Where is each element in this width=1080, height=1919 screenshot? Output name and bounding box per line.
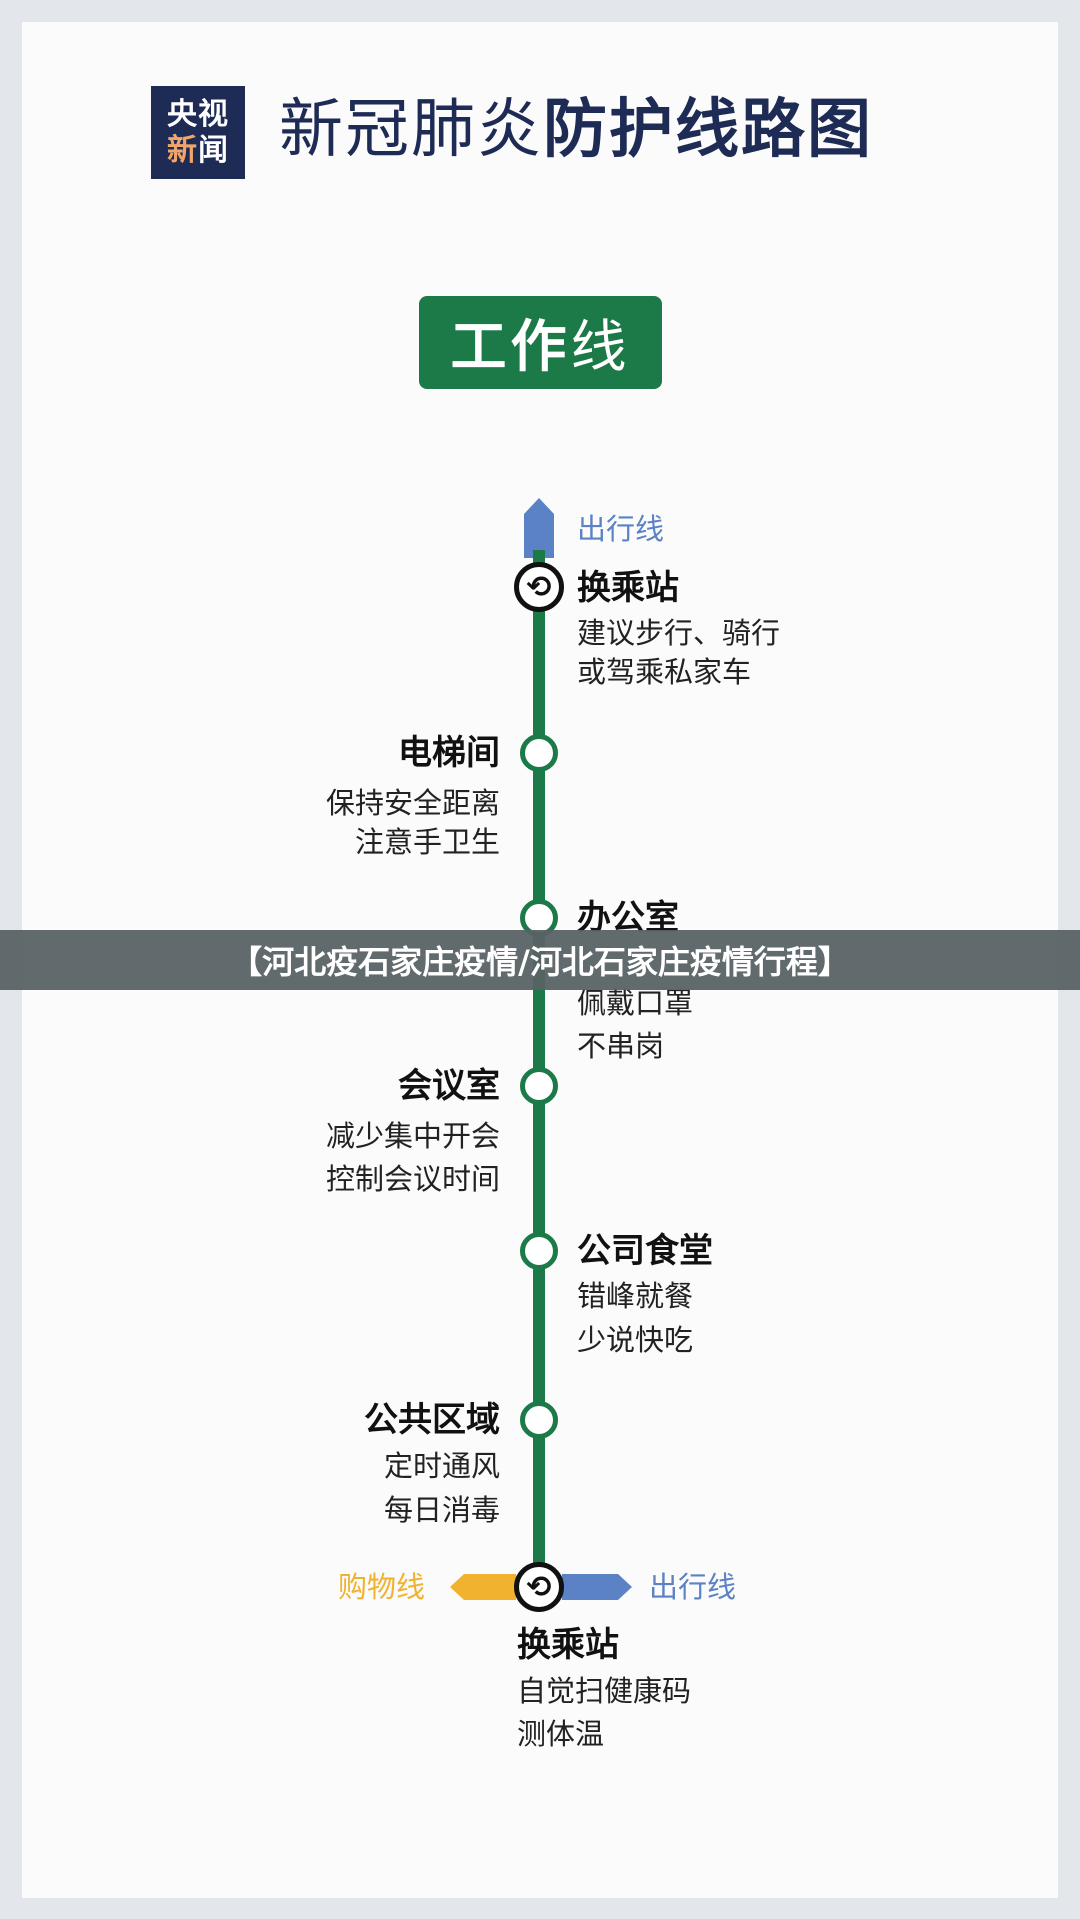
station-name: 公司食堂 <box>577 1231 713 1271</box>
interchange-icon: ⟲ <box>514 562 564 612</box>
station-desc: 保持安全距离 <box>325 786 500 820</box>
station-desc: 自觉扫健康码 <box>517 1674 692 1708</box>
route-line <box>533 550 545 1580</box>
caption-banner: 【河北疫石家庄疫情/河北石家庄疫情行程】 <box>0 930 1080 990</box>
station-desc: 测体温 <box>517 1717 605 1751</box>
title-part2: 防护线路图 <box>543 93 873 167</box>
page-title: 新冠肺炎防护线路图 <box>279 92 873 168</box>
station-name: 换乘站 <box>517 1625 619 1665</box>
station-desc: 每日消毒 <box>383 1493 500 1527</box>
station-name: 换乘站 <box>577 568 679 608</box>
travel-line-label: 出行线 <box>649 1570 737 1604</box>
station-desc: 定时通风 <box>383 1449 500 1483</box>
station-desc: 建议步行、骑行 <box>577 616 781 650</box>
station-name: 会议室 <box>398 1066 500 1106</box>
badge-part2: 线 <box>570 315 631 380</box>
station-node <box>520 1232 558 1270</box>
line-badge: 工作线 <box>419 296 662 389</box>
arrow-up-icon <box>524 498 554 558</box>
title-part1: 新冠肺炎 <box>279 93 543 167</box>
station-name: 公共区域 <box>364 1400 500 1440</box>
logo-line1: 央视 <box>167 96 229 132</box>
station-desc: 注意手卫生 <box>354 825 500 859</box>
station-desc: 少说快吃 <box>577 1323 694 1357</box>
station-desc: 或驾乘私家车 <box>577 655 752 689</box>
station-name: 电梯间 <box>398 733 500 773</box>
logo-char: 闻 <box>198 132 229 168</box>
station-desc: 佩戴口罩 <box>577 986 694 1020</box>
station-node <box>520 1067 558 1105</box>
station-desc: 错峰就餐 <box>577 1279 694 1313</box>
interchange-icon: ⟲ <box>514 1562 564 1612</box>
logo-line2: 新闻 <box>167 133 229 169</box>
banner-text: 【河北疫石家庄疫情/河北石家庄疫情行程】 <box>230 943 850 981</box>
cctv-news-logo: 央视 新闻 <box>151 86 245 179</box>
station-desc: 减少集中开会 <box>325 1119 500 1153</box>
shopping-line-label: 购物线 <box>338 1570 426 1604</box>
arrow-left-icon <box>450 1574 516 1600</box>
top-branch-label: 出行线 <box>577 512 665 546</box>
station-desc: 控制会议时间 <box>325 1162 500 1196</box>
station-node <box>520 734 558 772</box>
arrow-right-icon <box>562 1574 632 1600</box>
station-node <box>520 1401 558 1439</box>
logo-char: 新 <box>167 132 198 168</box>
station-desc: 不串岗 <box>577 1029 665 1063</box>
badge-part1: 工作 <box>450 315 571 380</box>
